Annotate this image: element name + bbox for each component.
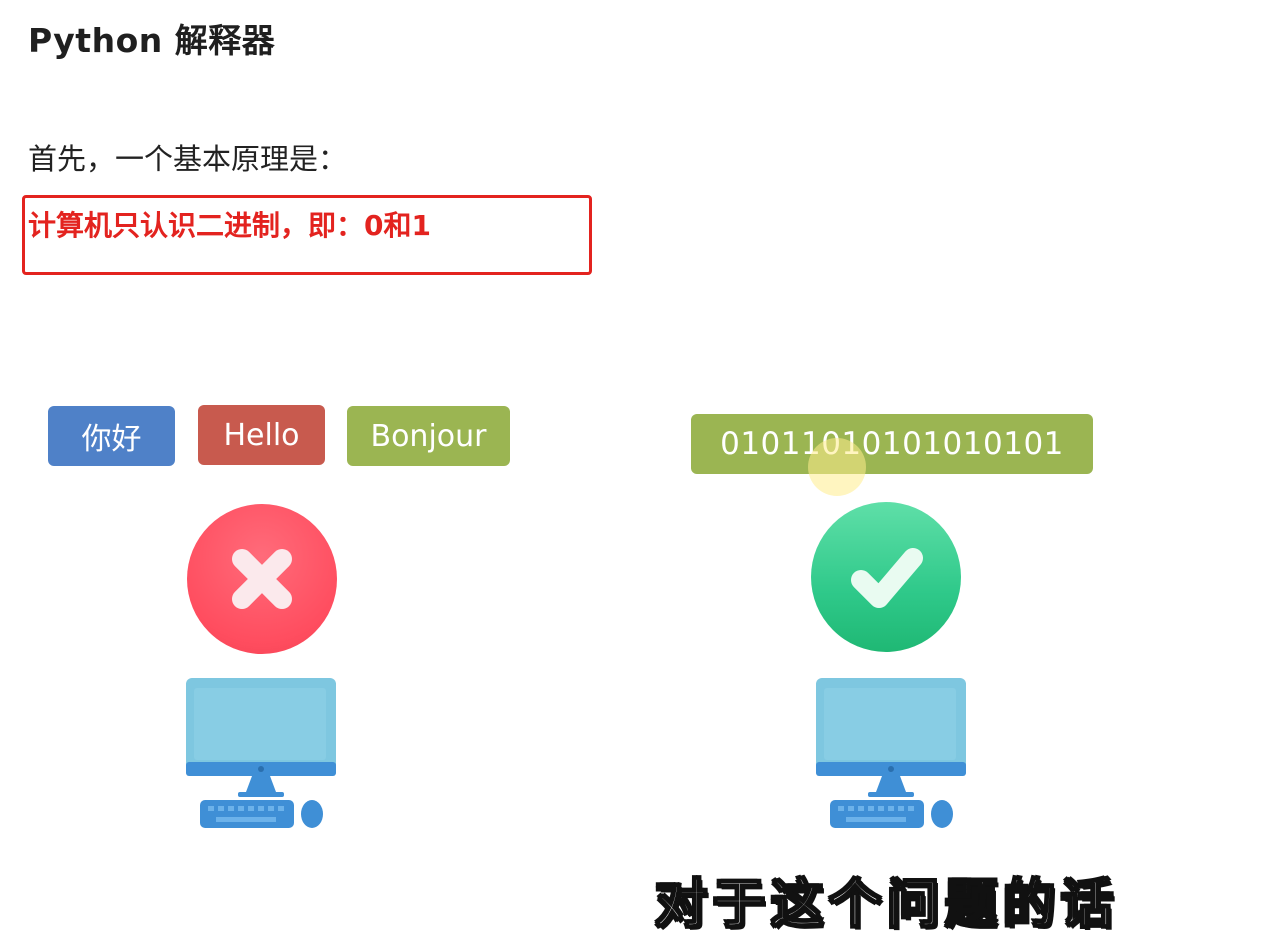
desktop-computer-icon	[186, 678, 338, 830]
binary-label: 01011010101010101	[720, 426, 1064, 462]
chip-label: 你好	[81, 422, 142, 457]
principle-text: 计算机只认识二进制，即：0和1	[28, 209, 431, 242]
binary-chip: 01011010101010101	[691, 414, 1093, 474]
chip-nihao: 你好	[48, 406, 175, 466]
chip-label: Bonjour	[370, 418, 487, 454]
intro-text: 首先，一个基本原理是：	[28, 142, 348, 176]
video-subtitle: 对于这个问题的话	[654, 874, 1120, 936]
chip-hello: Hello	[198, 405, 325, 465]
page-title: Python 解释器	[28, 21, 276, 60]
chip-label: Hello	[223, 417, 300, 453]
highlight-box	[22, 195, 592, 275]
cursor-highlight	[808, 438, 866, 496]
chip-bonjour: Bonjour	[347, 406, 510, 466]
desktop-computer-icon	[816, 678, 968, 830]
cross-icon	[187, 504, 337, 654]
check-icon	[811, 502, 961, 652]
